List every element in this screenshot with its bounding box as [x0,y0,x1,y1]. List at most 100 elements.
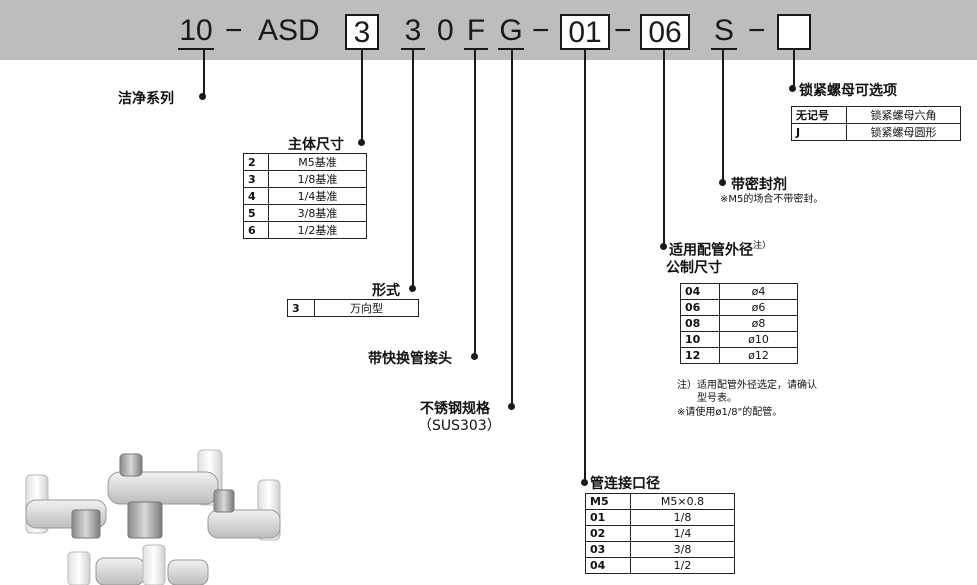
stainless-label: 不锈钢规格 [420,401,490,417]
value-cell: 万向型 [314,299,419,317]
code-dash: − [225,14,243,47]
tube-note: ※请使用ø1/8"的配管。 [677,407,783,418]
value-cell: ø6 [719,299,798,316]
leader-dot [660,243,667,250]
code-cell: 06 [680,299,720,316]
tube-note: 型号表。 [697,393,737,404]
clean-series-label: 洁净系列 [118,91,174,107]
leader-line [584,50,586,482]
lock-nut-label: 锁紧螺母可选项 [799,83,897,99]
code-tube-box: 06 [640,14,690,50]
leader-dot [199,93,206,100]
leader-line [511,50,513,406]
value-cell: M5基准 [268,153,367,171]
value-cell: 1/8 [630,509,735,526]
code-cell: 03 [585,541,631,558]
value-cell: ø4 [719,283,798,300]
form-label: 形式 [372,283,400,299]
code-cell: 4 [243,187,269,205]
value-cell: 1/8基准 [268,170,367,188]
product-photo [25,449,281,585]
fitting-icon [107,449,223,539]
code-series: 10 [178,14,214,50]
code-cell: 04 [585,557,631,574]
value-cell: 1/2 [630,557,735,574]
code-port-box: 01 [560,14,610,50]
code-cell: 无记号 [791,106,847,124]
code-cell: 04 [680,283,720,300]
sealant-note: ※M5的场合不带密封。 [720,194,824,205]
code-cell: 5 [243,204,269,222]
value-cell: 3/8 [630,541,735,558]
port-size-label: 管连接口径 [590,476,660,492]
code-g: G [498,14,524,50]
leader-line [361,50,363,142]
code-cell: 3 [243,170,269,188]
fitting-icon [67,544,209,585]
leader-dot [471,353,478,360]
code-model: ASD [258,14,320,47]
code-cell: 02 [585,525,631,542]
value-cell: M5×0.8 [630,493,735,510]
code-cell: 3 [287,299,315,317]
code-cell: M5 [585,493,631,510]
stainless-material: （SUS303） [418,418,501,434]
code-sealant: S [711,14,737,50]
code-option-box [777,14,811,50]
code-cell: J [791,123,847,141]
leader-dot [719,179,726,186]
value-cell: 锁紧螺母六角 [846,106,961,124]
code-form: 3 [401,14,425,50]
tube-od-heading: 适用配管外径注） [669,238,771,259]
value-cell: 3/8基准 [268,204,367,222]
code-zero: 0 [437,14,454,47]
value-cell: ø10 [719,331,798,348]
fitting-icon [25,474,107,539]
sealant-label: 带密封剂 [731,177,787,193]
tube-od-label: 适用配管外径 [669,242,753,259]
code-f: F [464,14,488,50]
code-size-box: 3 [345,14,379,50]
code-cell: 10 [680,331,720,348]
value-cell: 1/2基准 [268,221,367,239]
value-cell: ø12 [719,347,798,364]
leader-line [203,50,205,96]
model-code-banner [0,0,977,60]
metric-label: 公制尺寸 [666,260,722,276]
code-cell: 6 [243,221,269,239]
one-touch-label: 带快换管接头 [368,351,452,367]
tube-note: 注）适用配管外径选定，请确认 [677,380,817,391]
value-cell: 1/4 [630,525,735,542]
leader-dot [409,285,416,292]
leader-line [412,50,414,288]
leader-line [793,50,795,88]
code-cell: 01 [585,509,631,526]
leader-line [663,50,665,246]
leader-dot [581,479,588,486]
tube-od-footnote-mark: 注） [753,241,772,251]
code-dash: − [532,14,550,47]
leader-dot [358,139,365,146]
code-dash: − [748,14,766,47]
code-cell: 12 [680,347,720,364]
leader-line [474,50,476,356]
